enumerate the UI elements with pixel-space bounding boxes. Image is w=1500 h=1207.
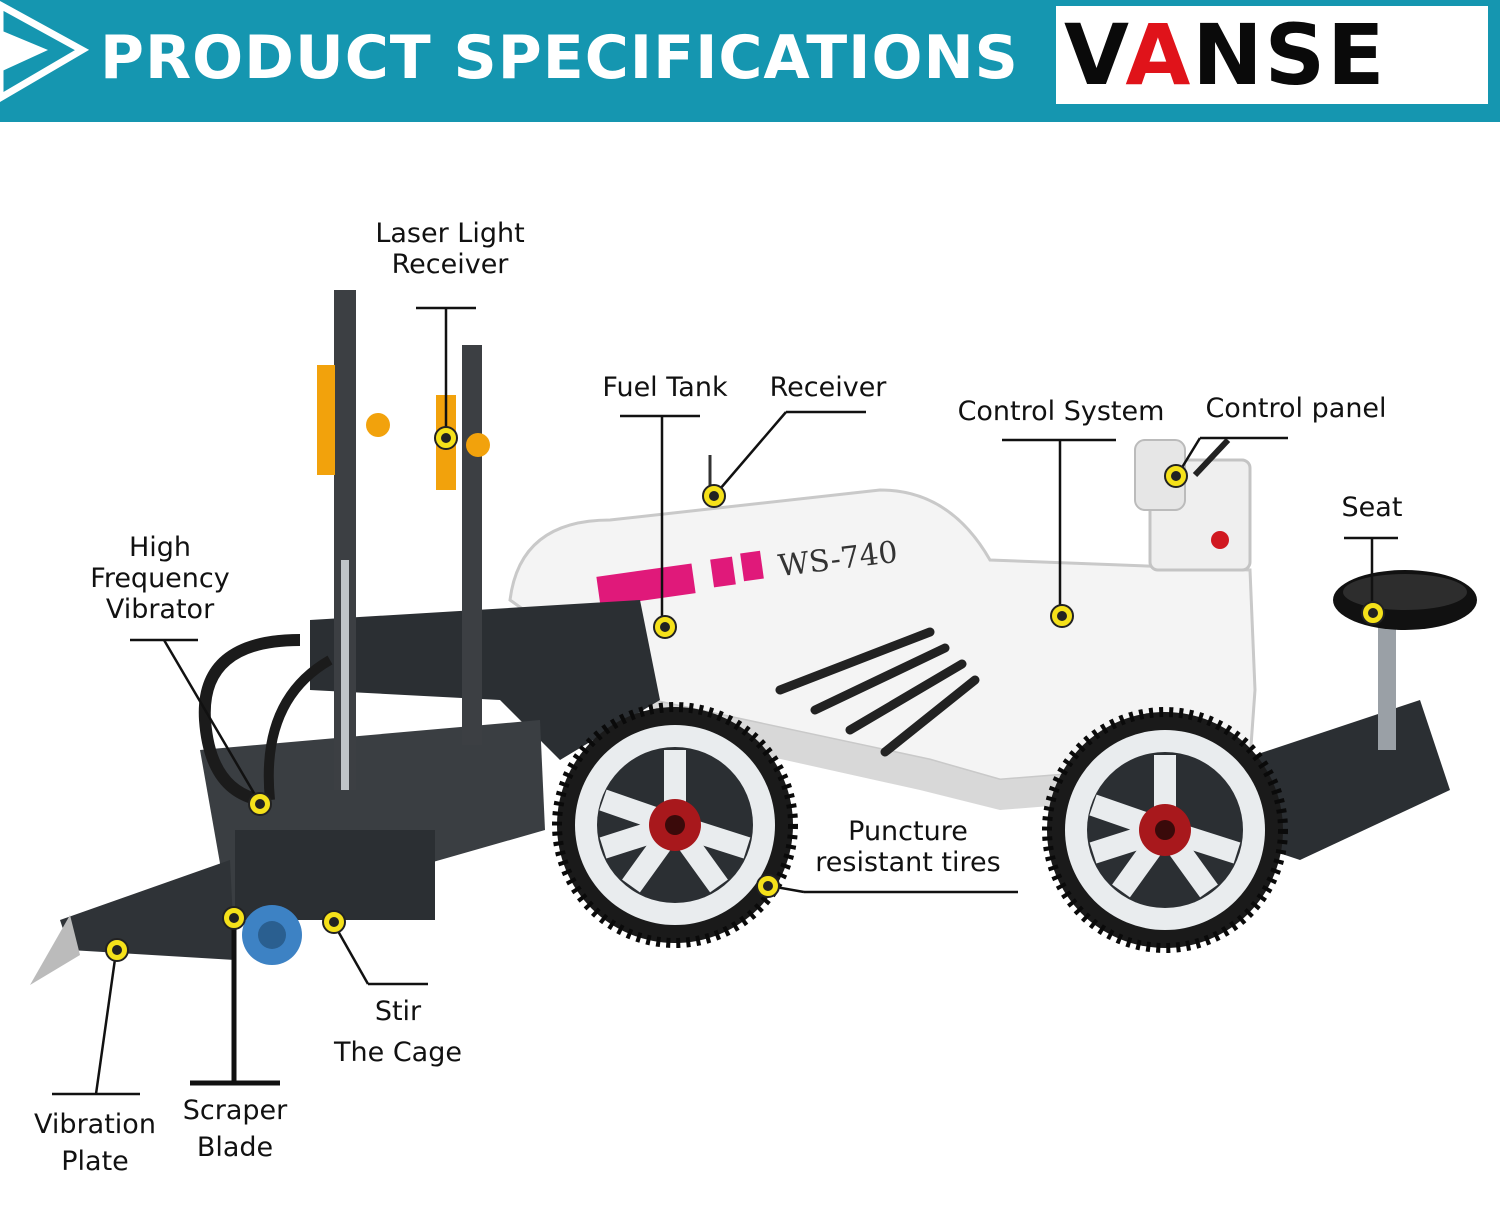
body-stripe — [596, 563, 696, 607]
label-laser-receiver: Laser Light Receiver — [375, 218, 525, 281]
brand-box — [1056, 6, 1488, 104]
label-hf-vibrator: High Frequency Vibrator — [90, 532, 230, 626]
mast-right — [462, 345, 482, 745]
label-vibration-plate: Vibration Plate — [34, 1109, 156, 1178]
label-receiver: Receiver — [769, 372, 887, 403]
header-banner: PRODUCT SPECIFICATIONS VANSE — [0, 0, 1500, 122]
label-control-system: Control System — [957, 396, 1165, 427]
brand-logo: VANSE — [1064, 6, 1387, 104]
seat-post — [1378, 620, 1396, 750]
brand-accent-letter: A — [1125, 6, 1193, 104]
label-control-panel: Control panel — [1205, 393, 1387, 424]
mast-left — [334, 290, 356, 790]
callout-markers — [105, 426, 1385, 962]
label-tires: Puncture resistant tires — [815, 816, 1001, 879]
front-arm — [310, 600, 660, 760]
vibration-plate-shape — [60, 860, 235, 960]
chevron-icon — [0, 1, 90, 103]
label-stir-cage: Stir The Cage — [334, 996, 462, 1068]
page-title: PRODUCT SPECIFICATIONS — [100, 23, 1019, 93]
rear-wheel — [1042, 707, 1288, 953]
laser-receiver-left — [317, 365, 335, 475]
leader-lines — [52, 306, 1398, 1096]
label-scraper-blade: Scraper Blade — [182, 1095, 288, 1164]
emergency-stop-icon — [1211, 531, 1229, 549]
label-seat: Seat — [1341, 492, 1403, 523]
front-wheel — [552, 702, 798, 948]
rear-frame — [1240, 700, 1450, 860]
label-fuel-tank: Fuel Tank — [602, 372, 728, 403]
